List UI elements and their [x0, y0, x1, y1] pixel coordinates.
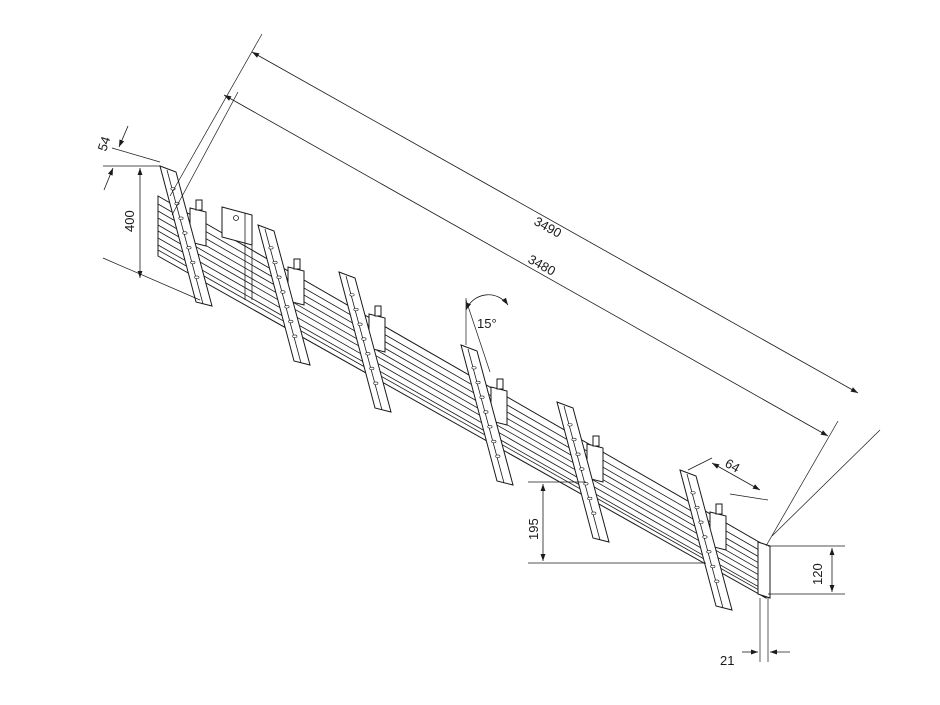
rail-end-cap — [757, 541, 771, 599]
dim-label-overall-length: 3490 — [532, 214, 565, 241]
dim-label-bracket-height: 400 — [122, 210, 137, 232]
adjustment-slot — [491, 439, 497, 444]
adjustment-slot — [349, 293, 355, 297]
dimension-400: 400 — [102, 165, 201, 301]
locking-bolt — [715, 503, 723, 515]
dim-label-bracket-offset: 54 — [95, 135, 114, 153]
adjustment-slot — [268, 246, 274, 250]
adjustment-slot — [182, 231, 188, 235]
locking-bolt — [293, 258, 301, 270]
adjustment-slot — [567, 423, 573, 427]
adjustment-slot — [194, 275, 200, 279]
adjustment-slot — [479, 395, 485, 399]
adjustment-slot — [694, 505, 700, 510]
adjustment-slot — [272, 260, 278, 265]
adjustment-slot — [591, 511, 597, 515]
adjustment-slot — [706, 550, 712, 554]
adjustment-slot — [292, 334, 298, 338]
adjustment-slot — [483, 410, 489, 414]
adjustment-slot — [276, 275, 282, 279]
adjustment-slot — [690, 491, 696, 495]
dimension-15-degrees: 15° — [465, 294, 509, 373]
adjustment-slot — [571, 437, 577, 442]
locking-bolt — [592, 435, 600, 447]
adjustment-slot — [579, 467, 585, 471]
adjustment-slot — [714, 579, 720, 583]
tilt-bracket — [159, 165, 213, 307]
dimension-54: 54 — [95, 125, 161, 191]
adjustment-slot — [361, 337, 367, 341]
adjustment-slot — [495, 454, 501, 458]
dim-label-tilt-angle: 15° — [477, 316, 497, 331]
dimension-64: 64 — [687, 456, 769, 501]
adjustment-slot — [357, 322, 363, 326]
bracket-arm — [679, 469, 733, 611]
dim-label-vertical-offset: 195 — [526, 518, 541, 540]
adjustment-slot — [284, 305, 290, 309]
adjustment-slot — [475, 380, 481, 385]
adjustment-slot — [698, 520, 704, 524]
adjustment-slot — [702, 535, 708, 539]
dim-label-bracket-width: 64 — [723, 456, 743, 476]
adjustment-slot — [471, 366, 477, 370]
adjustment-slot — [288, 319, 294, 324]
locking-bolt — [496, 378, 504, 390]
adjustment-slot — [186, 246, 192, 250]
adjustment-slot — [710, 564, 716, 569]
tilt-bracket — [679, 469, 733, 611]
adjustment-slot — [190, 260, 196, 265]
dimension-120: 120 — [768, 545, 845, 595]
adjustment-slot — [365, 352, 371, 356]
dimension-195: 195 — [526, 481, 706, 564]
locking-bolt — [195, 199, 203, 211]
adjustment-slot — [583, 482, 589, 486]
adjustment-slot — [575, 452, 581, 456]
adjustment-slot — [373, 381, 379, 385]
locking-bolt — [374, 305, 382, 317]
dim-label-rail-depth: 21 — [720, 653, 734, 668]
adjustment-slot — [487, 425, 493, 429]
adjustment-slot — [353, 307, 359, 312]
adjustment-slot — [587, 496, 593, 501]
dim-label-rail-height: 120 — [810, 563, 825, 585]
dimension-21: 21 — [720, 598, 790, 668]
adjustment-slot — [280, 290, 286, 294]
adjustment-slot — [178, 216, 184, 220]
mounting-rail — [157, 195, 771, 599]
adjustment-slot — [369, 366, 375, 371]
bracket-arm — [159, 165, 213, 307]
